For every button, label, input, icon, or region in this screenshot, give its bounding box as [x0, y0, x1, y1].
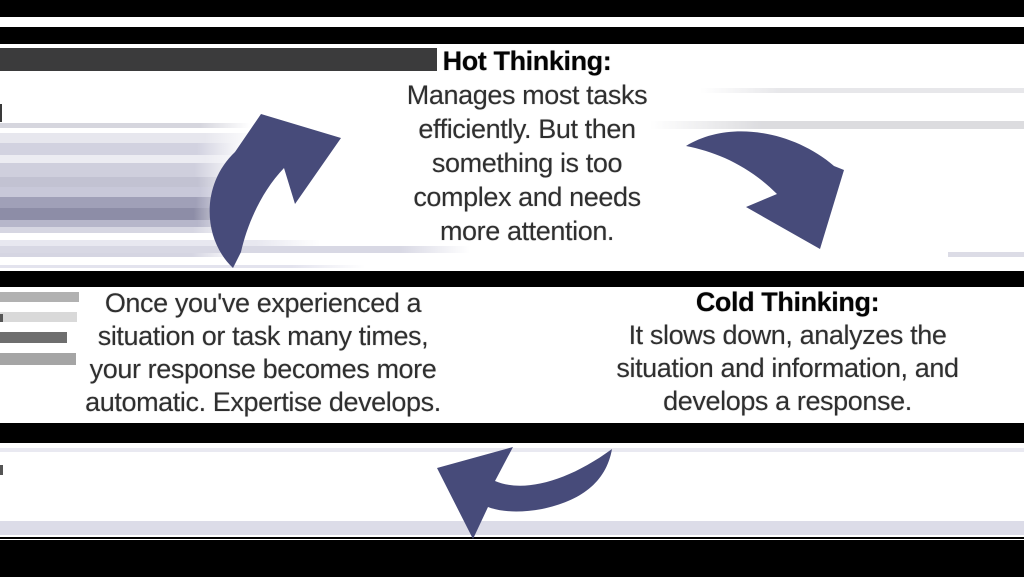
streak-stripe: [0, 227, 241, 233]
hot-thinking-line: efficiently. But then: [418, 114, 636, 144]
experience-line: situation or task many times,: [97, 321, 429, 351]
streak-chip: [0, 292, 79, 302]
hot-thinking-line: more attention.: [439, 216, 615, 246]
lavender-band-bottom: [0, 521, 1024, 535]
streak-stripe: [0, 123, 250, 128]
streak-stripe: [0, 155, 256, 163]
streak-stripe: [0, 448, 1024, 452]
cold-thinking-line: develops a response.: [663, 386, 912, 416]
cold-thinking-title: Cold Thinking:: [695, 287, 880, 317]
experience-text: Once you've experienced a situation or t…: [58, 287, 468, 419]
streak-stripe: [0, 220, 247, 227]
experience-line: Once you've experienced a: [104, 288, 422, 318]
streak-chip: [0, 312, 77, 322]
streak-stripe: [0, 177, 247, 187]
gray-bar-top: [0, 48, 437, 71]
streak-stripe: [700, 88, 1024, 93]
streak-stripe: [0, 163, 243, 177]
experience-line: your response becomes more: [89, 354, 437, 384]
streak-stripe: [0, 265, 365, 268]
black-bar-top-1: [0, 0, 1024, 17]
cold-thinking-text: Cold Thinking: It slows down, analyzes t…: [585, 286, 990, 418]
streak-stripe: [948, 252, 1024, 257]
streak-stripe: [0, 208, 242, 220]
hot-thinking-title: Hot Thinking:: [442, 46, 612, 76]
edge-artifact: [0, 314, 3, 322]
streak-stripe: [650, 121, 1024, 129]
hot-thinking-text: Hot Thinking: Manages most tasks efficie…: [377, 44, 677, 248]
streak-stripe: [0, 187, 250, 197]
edge-artifact: [0, 465, 3, 475]
streak-stripe: [0, 253, 240, 257]
hot-thinking-line: complex and needs: [413, 182, 641, 212]
black-bar-middle: [0, 271, 1024, 287]
experience-line: automatic. Expertise develops.: [85, 387, 441, 417]
cold-thinking-line: It slows down, analyzes the: [628, 320, 947, 350]
hot-thinking-line: Manages most tasks: [406, 80, 648, 110]
curved-arrow-hot-to-cold-icon: [686, 131, 844, 249]
streak-chip: [0, 332, 67, 343]
curved-arrow-experience-to-hot-icon: [209, 114, 341, 268]
black-bar-bottom: [0, 540, 1024, 577]
streak-stripe: [0, 133, 256, 143]
streak-stripe: [0, 240, 320, 246]
hot-thinking-line: something is too: [431, 148, 623, 178]
streak-chip: [0, 353, 76, 365]
streak-stripe: [0, 197, 245, 208]
curved-arrow-cold-to-experience-icon: [437, 447, 612, 539]
streak-stripe: [0, 143, 246, 155]
black-bar-lower: [0, 423, 1024, 443]
black-bar-top-2: [0, 27, 1024, 44]
cold-thinking-line: situation and information, and: [616, 353, 959, 383]
black-line-bottom: [0, 537, 1024, 539]
edge-artifact: [0, 104, 2, 122]
